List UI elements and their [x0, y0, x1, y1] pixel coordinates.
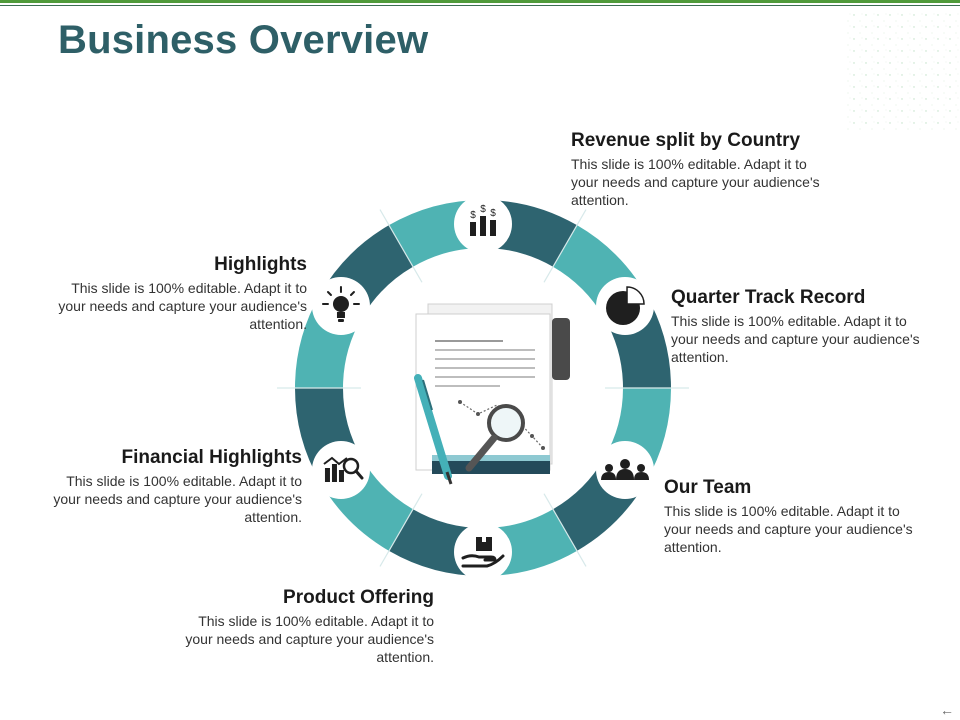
ring-divider: [379, 209, 423, 283]
back-arrow-icon[interactable]: ←: [940, 702, 954, 718]
pen-body: [414, 374, 452, 480]
magnifier-lens: [487, 404, 525, 442]
ring-divider: [543, 493, 587, 567]
doc-graph-point: [530, 434, 534, 438]
segment-heading: Revenue split by Country: [571, 130, 801, 151]
documents-pen-magnifier-icon: [414, 303, 570, 485]
bar-chart-dollar-icon: $ $ $: [454, 195, 512, 253]
magnifier-handle: [465, 434, 498, 472]
pie-chart-icon: [596, 277, 655, 335]
segment-body: This slide is 100% editable. Adapt it to…: [671, 313, 920, 365]
doc-graph-point: [458, 400, 462, 404]
ring-divider: [379, 493, 423, 567]
segment-body: This slide is 100% editable. Adapt it to…: [58, 280, 307, 332]
hand-box-icon: [454, 523, 512, 581]
pen-tip: [445, 471, 453, 485]
svg-text:$: $: [470, 210, 476, 221]
doc-graph-point: [541, 446, 545, 450]
icon-badge: [454, 523, 512, 581]
svg-text:$: $: [480, 204, 486, 215]
segment-heading: Product Offering: [283, 587, 434, 608]
decorative-texture: [845, 10, 960, 130]
icon-badges: $ $ $: [311, 195, 655, 581]
segment-body: This slide is 100% editable. Adapt it to…: [664, 503, 913, 555]
ring-divider: [543, 209, 587, 283]
document-base-shadow: [432, 460, 550, 474]
segment-team: Our Team This slide is 100% editable. Ad…: [664, 477, 924, 556]
ring-dividers: [277, 209, 689, 567]
team-icon: [596, 441, 655, 499]
segment-heading: Highlights: [214, 254, 307, 275]
segment-body: This slide is 100% editable. Adapt it to…: [53, 473, 302, 525]
segment-quarter: Quarter Track Record This slide is 100% …: [671, 287, 926, 366]
segment-highlights: Highlights This slide is 100% editable. …: [54, 254, 307, 333]
top-accent-line: [0, 5, 960, 6]
segment-revenue: Revenue split by Country This slide is 1…: [571, 130, 831, 209]
segment-body: This slide is 100% editable. Adapt it to…: [571, 156, 820, 208]
top-accent-bar: [0, 0, 960, 3]
slide-title: Business Overview: [58, 18, 429, 62]
svg-text:$: $: [490, 208, 496, 219]
lightbulb-icon: [311, 277, 370, 335]
segment-heading: Quarter Track Record: [671, 287, 866, 308]
document-base-light: [432, 455, 550, 461]
segment-heading: Our Team: [664, 477, 752, 498]
segment-product: Product Offering This slide is 100% edit…: [182, 587, 434, 666]
doc-graph-point: [476, 412, 480, 416]
segment-heading: Financial Highlights: [121, 447, 302, 468]
segment-financial: Financial Highlights This slide is 100% …: [50, 447, 302, 526]
chart-magnifier-icon: [311, 441, 370, 499]
pen-clip: [422, 379, 433, 411]
folder-tab: [552, 318, 570, 380]
segment-body: This slide is 100% editable. Adapt it to…: [185, 613, 434, 665]
